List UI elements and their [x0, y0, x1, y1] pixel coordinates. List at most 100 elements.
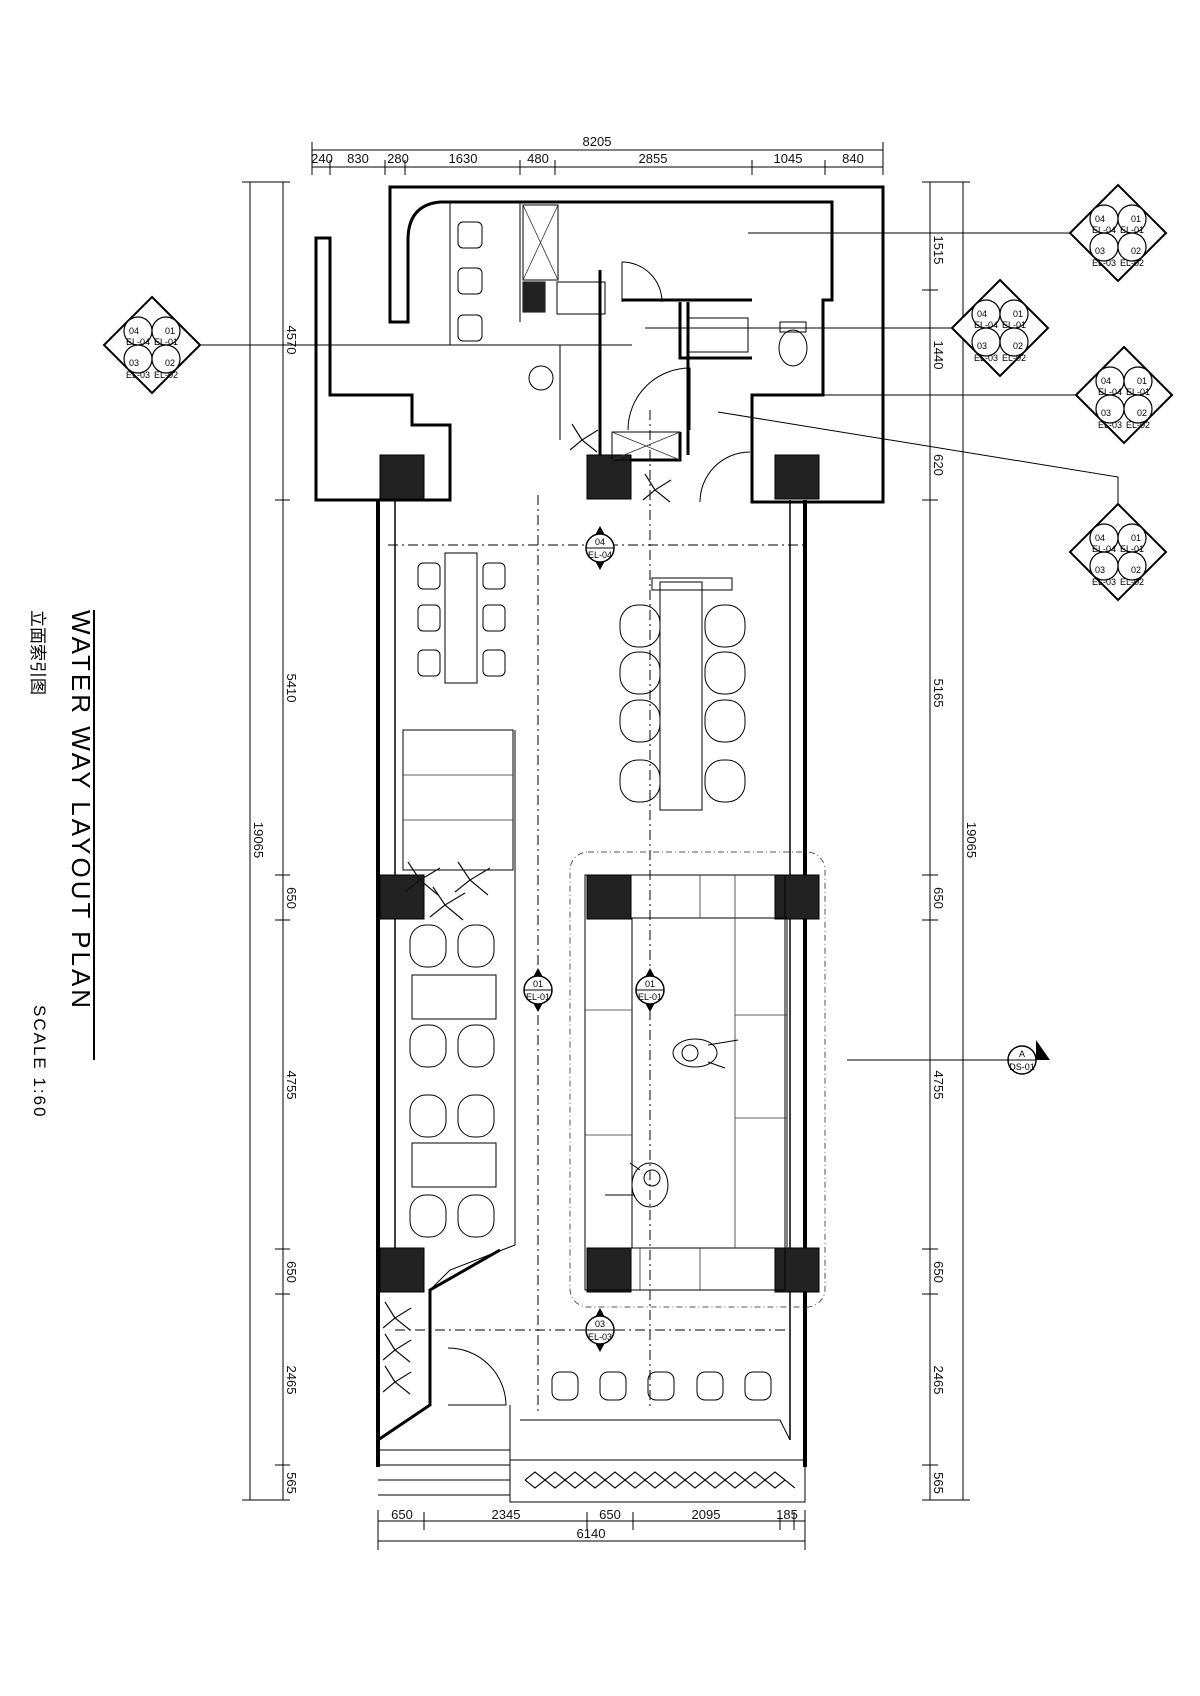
dim-right-1: 1515 [931, 236, 946, 265]
svg-text:02: 02 [1013, 341, 1023, 351]
svg-text:EL-03: EL-03 [1098, 420, 1122, 430]
svg-text:EL-04: EL-04 [588, 550, 612, 560]
bottom-dimensions: 650 2345 650 2095 185 6140 [377, 1507, 806, 1550]
section-marker-top[interactable]: 04 EL-04 [585, 526, 615, 570]
svg-text:EL-01: EL-01 [1120, 225, 1144, 235]
svg-text:DS-01: DS-01 [1009, 1062, 1035, 1072]
dim-right-3: 620 [931, 454, 946, 476]
dim-bottom-3: 650 [599, 1507, 621, 1522]
svg-text:02: 02 [165, 358, 175, 368]
svg-text:EL-03: EL-03 [588, 1332, 612, 1342]
dim-left-5: 650 [284, 1261, 299, 1283]
dim-bottom-2: 2345 [492, 1507, 521, 1522]
svg-text:02: 02 [1131, 246, 1141, 256]
dim-left-7: 565 [284, 1472, 299, 1494]
dim-bottom-5: 185 [776, 1507, 798, 1522]
svg-text:EL-04: EL-04 [1092, 544, 1116, 554]
svg-text:01: 01 [645, 979, 655, 989]
section-marker-bottom[interactable]: 03 EL-03 [585, 1308, 615, 1352]
dim-right-2: 1440 [931, 341, 946, 370]
plants [382, 423, 796, 1489]
dim-left-6: 2465 [284, 1366, 299, 1395]
dim-right-4: 5165 [931, 679, 946, 708]
title-block: WATER WAY LAYOUT PLAN SCALE 1:60 立面索引图 [27, 610, 96, 1119]
elevation-marker-right-1[interactable]: 04 01 03 02 EL-04 EL-01 EL-03 EL-02 [748, 184, 1167, 282]
svg-text:02: 02 [1137, 408, 1147, 418]
svg-text:EL-03: EL-03 [974, 353, 998, 363]
elevation-marker-right-4[interactable]: 04 01 03 02 EL-04 EL-01 EL-03 EL-02 [717, 411, 1167, 601]
svg-text:EL-03: EL-03 [1092, 577, 1116, 587]
svg-text:01: 01 [1013, 309, 1023, 319]
dim-left-1: 4570 [284, 326, 299, 355]
furniture [402, 204, 826, 1406]
svg-text:EL-01: EL-01 [1126, 387, 1150, 397]
dim-top-8: 840 [842, 151, 864, 166]
svg-text:EL-03: EL-03 [126, 370, 150, 380]
svg-text:01: 01 [533, 979, 543, 989]
svg-text:EL-01: EL-01 [638, 992, 662, 1002]
svg-text:EL-02: EL-02 [154, 370, 178, 380]
svg-text:03: 03 [1095, 246, 1105, 256]
dim-right-6: 4755 [931, 1071, 946, 1100]
svg-text:04: 04 [595, 537, 605, 547]
svg-text:04: 04 [129, 326, 139, 336]
building-walls [314, 185, 885, 1503]
section-marker-mid-left[interactable]: 01 EL-01 [523, 968, 553, 1012]
svg-text:01: 01 [165, 326, 175, 336]
dim-top-total: 8205 [583, 134, 612, 149]
svg-text:EL-01: EL-01 [526, 992, 550, 1002]
dim-top-3: 280 [387, 151, 409, 166]
elevation-marker-left[interactable]: 04 01 03 02 EL-04 EL-01 EL-03 EL-02 [103, 296, 632, 394]
svg-text:03: 03 [977, 341, 987, 351]
svg-text:01: 01 [1137, 376, 1147, 386]
svg-text:03: 03 [1101, 408, 1111, 418]
person-figures [605, 1038, 739, 1208]
svg-text:03: 03 [129, 358, 139, 368]
svg-text:04: 04 [1095, 214, 1105, 224]
dim-bottom-1: 650 [391, 1507, 413, 1522]
svg-text:EL-01: EL-01 [154, 337, 178, 347]
svg-text:04: 04 [1101, 376, 1111, 386]
plan-title: WATER WAY LAYOUT PLAN [66, 610, 96, 1011]
index-label: 立面索引图 [27, 610, 47, 695]
dim-left-total: 19065 [251, 822, 266, 858]
dim-right-5: 650 [931, 887, 946, 909]
dim-left-3: 650 [284, 887, 299, 909]
svg-text:03: 03 [595, 1319, 605, 1329]
dim-bottom-total: 6140 [577, 1526, 606, 1541]
right-dimensions: 1515 1440 620 5165 650 4755 650 2465 565… [922, 181, 979, 1501]
svg-text:A: A [1019, 1049, 1025, 1059]
svg-text:EL-02: EL-02 [1120, 577, 1144, 587]
svg-text:01: 01 [1131, 214, 1141, 224]
svg-text:EL-04: EL-04 [1098, 387, 1122, 397]
dim-bottom-4: 2095 [692, 1507, 721, 1522]
detail-marker-ds01[interactable]: A DS-01 [847, 1040, 1050, 1075]
elevation-marker-right-3[interactable]: 04 01 03 02 EL-04 EL-01 EL-03 EL-02 [779, 346, 1173, 444]
dim-top-1: 240 [311, 151, 333, 166]
dim-top-7: 1045 [774, 151, 803, 166]
dim-left-2: 5410 [284, 674, 299, 703]
svg-text:EL-04: EL-04 [126, 337, 150, 347]
top-dimensions: 8205 240 830 280 1630 480 2855 1045 840 [311, 134, 884, 175]
svg-text:01: 01 [1131, 533, 1141, 543]
left-dimensions: 19065 4570 5410 650 4755 650 2465 565 [242, 181, 299, 1501]
svg-text:02: 02 [1131, 565, 1141, 575]
svg-text:EL-01: EL-01 [1120, 544, 1144, 554]
svg-text:EL-04: EL-04 [974, 320, 998, 330]
dim-left-4: 4755 [284, 1071, 299, 1100]
section-marker-mid-right[interactable]: 01 EL-01 [635, 968, 665, 1012]
dim-right-7: 650 [931, 1261, 946, 1283]
elevation-marker-right-2[interactable]: 04 01 03 02 EL-04 EL-01 EL-03 EL-02 [645, 279, 1049, 377]
svg-text:EL-03: EL-03 [1092, 258, 1116, 268]
svg-text:04: 04 [1095, 533, 1105, 543]
svg-text:04: 04 [977, 309, 987, 319]
dim-right-total: 19065 [964, 822, 979, 858]
dim-top-5: 480 [527, 151, 549, 166]
dim-top-2: 830 [347, 151, 369, 166]
svg-text:EL-01: EL-01 [1002, 320, 1026, 330]
svg-text:EL-02: EL-02 [1120, 258, 1144, 268]
dim-top-6: 2855 [639, 151, 668, 166]
svg-text:EL-02: EL-02 [1126, 420, 1150, 430]
svg-text:03: 03 [1095, 565, 1105, 575]
